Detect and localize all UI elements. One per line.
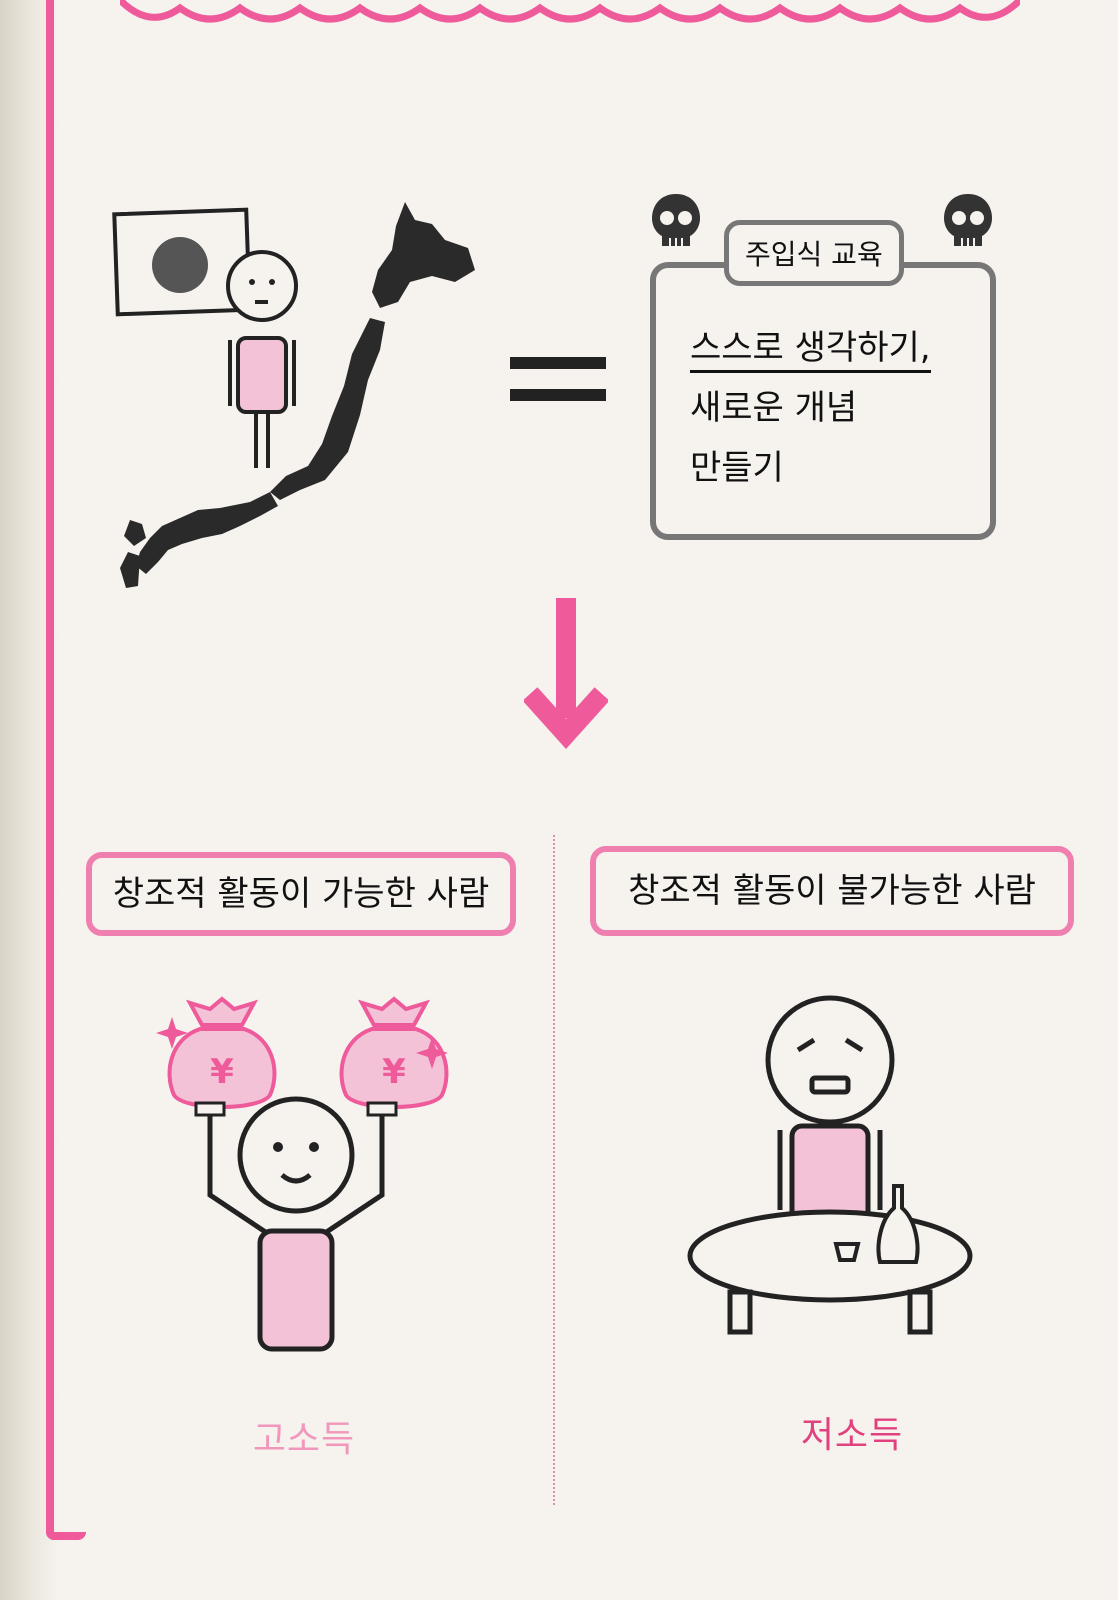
education-line-1-text: 스스로 생각하기, bbox=[690, 328, 931, 373]
creative-incapable-label: 창조적 활동이 불가능한 사람 bbox=[590, 846, 1074, 936]
skull-icon bbox=[652, 194, 700, 246]
low-income-person-illustration bbox=[687, 995, 973, 1335]
japan-illustration bbox=[112, 202, 475, 588]
frame-border-bottom bbox=[46, 1532, 86, 1540]
scalloped-header-edge bbox=[120, 0, 1020, 23]
svg-text:¥: ¥ bbox=[382, 1052, 406, 1092]
education-line-1: 스스로 생각하기, bbox=[690, 318, 931, 378]
high-income-caption: 고소득 bbox=[252, 1419, 356, 1460]
person-figure bbox=[226, 250, 298, 468]
high-income-person-illustration: ¥ ¥ bbox=[156, 996, 449, 1352]
sake-cup-icon bbox=[833, 1242, 861, 1262]
skull-icon bbox=[944, 194, 992, 246]
money-bag-icon: ¥ bbox=[167, 996, 277, 1117]
arrow-down-icon bbox=[524, 598, 608, 749]
happy-person-figure bbox=[207, 1096, 385, 1352]
creative-capable-label: 창조적 활동이 가능한 사람 bbox=[86, 852, 516, 936]
equals-icon bbox=[510, 357, 606, 401]
education-line-3: 만들기 bbox=[690, 448, 784, 488]
education-box bbox=[650, 262, 996, 540]
column-divider bbox=[553, 835, 555, 1505]
education-box-title: 주입식 교육 bbox=[724, 220, 904, 286]
japan-map-icon bbox=[120, 202, 475, 588]
sparkle-icon bbox=[156, 1017, 448, 1069]
sake-bottle-icon bbox=[876, 1184, 920, 1264]
money-bag-icon: ¥ bbox=[339, 996, 449, 1117]
low-income-caption: 저소득 bbox=[800, 1415, 904, 1456]
frame-border bbox=[46, 0, 54, 1540]
svg-text:¥: ¥ bbox=[210, 1052, 234, 1092]
education-box-body: 스스로 생각하기, 새로운 개념 만들기 bbox=[690, 318, 931, 498]
education-line-2: 새로운 개념 bbox=[690, 388, 858, 428]
